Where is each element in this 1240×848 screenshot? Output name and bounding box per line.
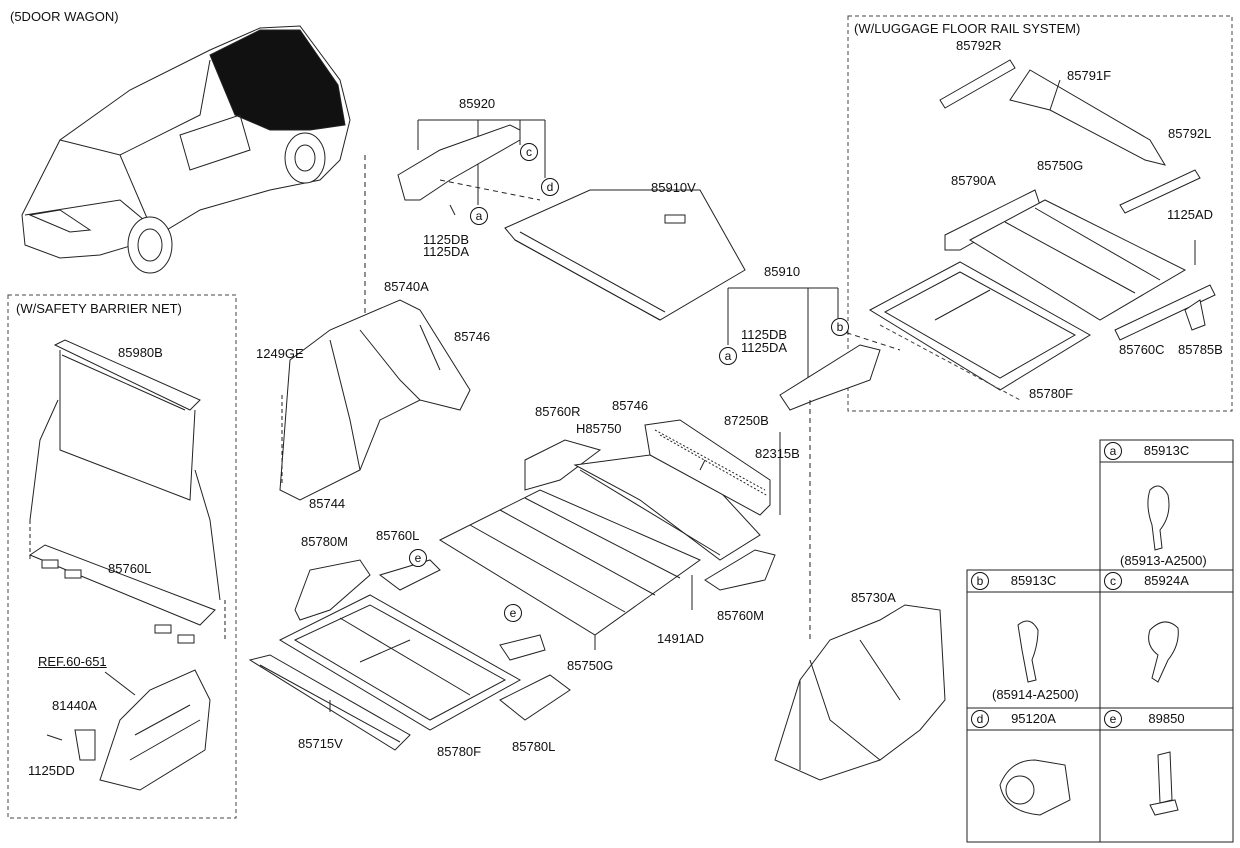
legend-letter-c: c [1104,572,1122,590]
part-label-1249ge: 1249GE [256,346,304,361]
callout-d: d [541,178,559,196]
legend-code-e: 89850 [1148,711,1185,726]
part-label-82315b: 82315B [755,446,800,461]
part-label-85792r: 85792R [956,38,1002,53]
legend-code-d: 95120A [1011,711,1056,726]
callout-b: b [831,318,849,336]
part-label-85750g-mid: 85750G [567,658,614,673]
part-label-85780f-rail: 85780F [1029,386,1074,401]
part-label-85740a: 85740A [384,279,429,294]
part-label-h85750: H85750 [576,421,622,436]
part-label-85746-a: 85746 [454,329,491,344]
legend-cell-e: e 89850 [1100,708,1233,730]
legend-code-a: 85913C [1143,443,1190,458]
part-label-85760c: 85760C [1119,342,1165,357]
part-label-85780f-mid: 85780F [437,744,482,759]
part-label-85920: 85920 [459,96,496,111]
part-label-85792l: 85792L [1168,126,1212,141]
callout-a-mid: a [719,347,737,365]
part-label-85790a: 85790A [951,173,996,188]
legend-cell-d: d 95120A [967,708,1100,730]
callout-e-left: e [409,549,427,567]
legend-cell-c: c 85924A [1100,570,1233,592]
car-illustration [21,25,351,274]
header-safety-net: (W/SAFETY BARRIER NET) [16,301,182,316]
part-label-81440a: 81440A [52,698,97,713]
part-label-1125da-top: 1125DA [423,244,470,259]
part-label-1125db-mid: 1125DB [741,327,788,342]
callout-c: c [520,143,538,161]
callout-a-top: a [470,207,488,225]
part-label-85746-b: 85746 [612,398,649,413]
part-label-85910: 85910 [764,264,801,279]
part-label-85744: 85744 [309,496,346,511]
header-5door-wagon: (5DOOR WAGON) [10,9,119,24]
callout-e-right: e [504,604,522,622]
part-label-1125da-mid: 1125DA [741,340,788,355]
part-label-85760m: 85760M [717,608,764,623]
ref-label: REF.60-651 [38,654,107,669]
part-label-85780l: 85780L [512,739,556,754]
part-label-85791f: 85791F [1067,68,1112,83]
part-label-85910v: 85910V [651,180,696,195]
part-label-1125ad: 1125AD [1167,207,1214,222]
part-label-1491ad: 1491AD [657,631,704,646]
legend-letter-e: e [1104,710,1122,728]
legend-cell-b: b 85913C [967,570,1100,592]
part-label-85750g-rail: 85750G [1037,158,1084,173]
part-label-1125db-top: 1125DB [423,232,470,247]
legend-code-c: 85924A [1144,573,1189,588]
legend-cell-a: a 85913C [1100,440,1233,462]
part-label-85780m: 85780M [301,534,348,549]
part-label-85785b: 85785B [1178,342,1223,357]
legend-letter-b: b [971,572,989,590]
legend-letter-d: d [971,710,989,728]
part-label-85760l-net: 85760L [108,561,152,576]
part-label-85715v: 85715V [298,736,343,751]
legend-sub-a: (85913-A2500) [1120,553,1207,568]
legend-letter-a: a [1104,442,1122,460]
legend-code-b: 85913C [1010,573,1057,588]
legend-sub-b: (85914-A2500) [992,687,1079,702]
part-label-85730a: 85730A [851,590,896,605]
header-luggage-rail: (W/LUGGAGE FLOOR RAIL SYSTEM) [854,21,1081,36]
part-label-85760r: 85760R [535,404,581,419]
part-label-85760l-mid: 85760L [376,528,420,543]
part-label-87250b: 87250B [724,413,769,428]
part-label-1125dd: 1125DD [28,763,75,778]
part-label-85980b: 85980B [118,345,163,360]
